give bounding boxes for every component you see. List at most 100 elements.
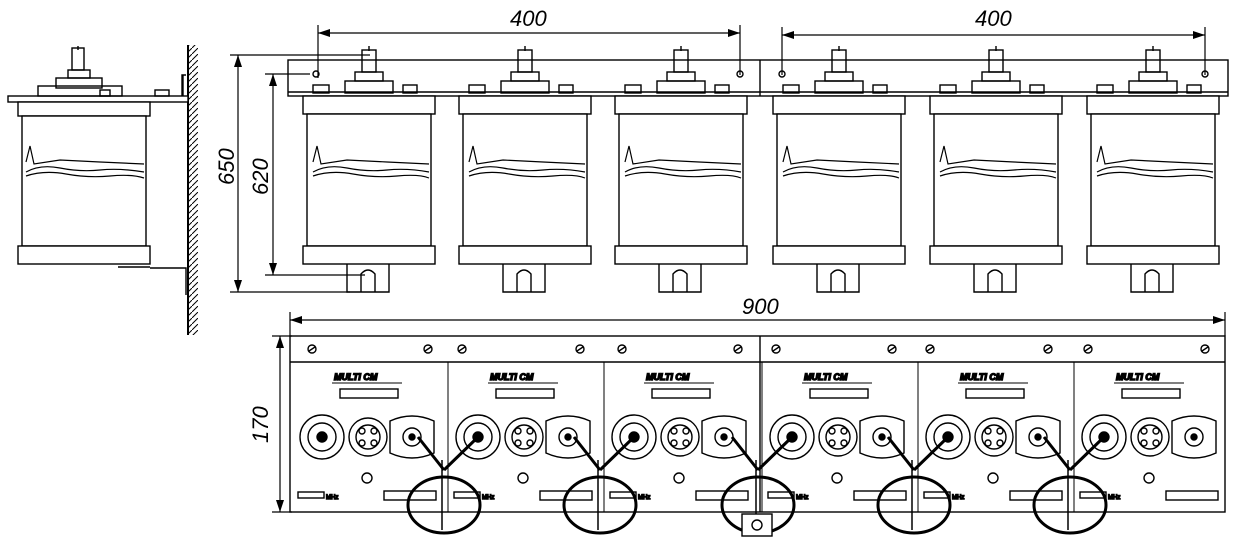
rear-module: MULTI CM MHz: [761, 362, 907, 512]
dim-170: 170: [248, 406, 273, 443]
terminal: [402, 84, 418, 94]
n-connector-icon: [389, 415, 435, 459]
can-bottom-band: [929, 245, 1063, 265]
can-body: [933, 113, 1059, 247]
can-body: [462, 113, 588, 247]
can-top-band: [614, 95, 748, 115]
tuning-hole: [831, 472, 843, 484]
grounding-lug: [741, 513, 773, 537]
screw-icon: [771, 344, 781, 354]
reflection-line: [312, 145, 430, 165]
can-top-band: [302, 95, 436, 115]
connector-flange-icon: [1081, 414, 1127, 460]
can-top-band: [929, 95, 1063, 115]
can-foot: [502, 264, 546, 293]
dimension-lines: [230, 25, 1226, 513]
n-connector-icon: [859, 415, 905, 459]
mounting-hole: [312, 70, 320, 78]
terminal: [1186, 84, 1202, 94]
filter-can: [772, 46, 906, 293]
dim-400-right: 400: [975, 6, 1012, 31]
screw-icon: [617, 344, 627, 354]
screw-icon: [307, 344, 317, 354]
terminal: [1029, 84, 1045, 94]
freq-unit-label: MHz: [482, 495, 494, 501]
freq-label-plate: [1079, 491, 1107, 499]
label-plate: [495, 388, 555, 399]
freq-unit-label: MHz: [796, 495, 808, 501]
label-plate: [651, 388, 711, 399]
freq-unit-label: MHz: [1108, 495, 1120, 501]
terminal: [312, 84, 330, 94]
foot-slot: [830, 269, 846, 292]
brand-logo: MULTI CM: [1116, 372, 1160, 382]
reflection-line: [1096, 145, 1214, 165]
screw-icon: [457, 344, 467, 354]
connector-flange-icon: [455, 414, 501, 460]
tuning-hole: [1143, 472, 1155, 484]
foot-slot: [987, 269, 1003, 292]
can-foot: [1130, 264, 1174, 293]
reflection-line: [1096, 171, 1214, 179]
can-foot: [658, 264, 702, 293]
terminal: [468, 84, 486, 94]
connector-flange-icon: [611, 414, 657, 460]
terminal: [714, 84, 730, 94]
reflection-line: [468, 166, 586, 173]
reflection-line: [939, 171, 1057, 179]
reflection-line: [782, 171, 900, 179]
freq-label-plate: [297, 491, 325, 499]
reflection-line: [468, 145, 586, 165]
can-bottom-band: [614, 245, 748, 265]
reflection-line: [312, 166, 430, 173]
screw-icon: [925, 344, 935, 354]
jumper-cable: [1032, 435, 1108, 535]
can-bottom-band: [302, 245, 436, 265]
terminal: [558, 84, 574, 94]
coax-connector-icon: [660, 417, 700, 457]
n-connector-icon: [1171, 415, 1217, 459]
terminal: [1096, 84, 1114, 94]
label-plate: [1121, 388, 1181, 399]
filter-can: [302, 46, 436, 293]
freq-unit-label: MHz: [326, 495, 338, 501]
terminal: [939, 84, 957, 94]
reflection-line: [1096, 166, 1214, 173]
coax-connector-icon: [818, 417, 858, 457]
reflection-line: [624, 171, 742, 179]
top-plate: [287, 59, 1229, 97]
tuning-hole: [673, 472, 685, 484]
foot-slot: [516, 269, 532, 292]
screw-icon: [575, 344, 585, 354]
n-connector-icon: [1015, 415, 1061, 459]
can-foot: [816, 264, 860, 293]
filter-can: [614, 46, 748, 293]
brand-logo: MULTI CM: [646, 372, 690, 382]
brand-logo: MULTI CM: [804, 372, 848, 382]
brand-logo: MULTI CM: [960, 372, 1004, 382]
can-body: [618, 113, 744, 247]
reflection-line: [782, 145, 900, 165]
reflection-line: [312, 171, 430, 179]
connector-flange-icon: [299, 414, 345, 460]
can-bottom-band: [458, 245, 592, 265]
can-top-band: [772, 95, 906, 115]
dim-650: 650: [214, 148, 239, 185]
tuning-hole: [987, 472, 999, 484]
filter-can: [458, 46, 592, 293]
screw-icon: [733, 344, 743, 354]
filter-can: [929, 46, 1063, 293]
foot-slot: [1144, 269, 1160, 292]
dim-400-left: 400: [510, 6, 547, 31]
coax-connector-icon: [974, 417, 1014, 457]
reflection-line: [939, 166, 1057, 173]
reflection-line: [939, 145, 1057, 165]
tuning-hole: [361, 472, 373, 484]
freq-unit-label: MHz: [952, 495, 964, 501]
filter-can: [1086, 46, 1220, 293]
reflection-line: [624, 166, 742, 173]
terminal: [624, 84, 642, 94]
reflection-line: [468, 171, 586, 179]
lug-hole: [751, 519, 763, 531]
